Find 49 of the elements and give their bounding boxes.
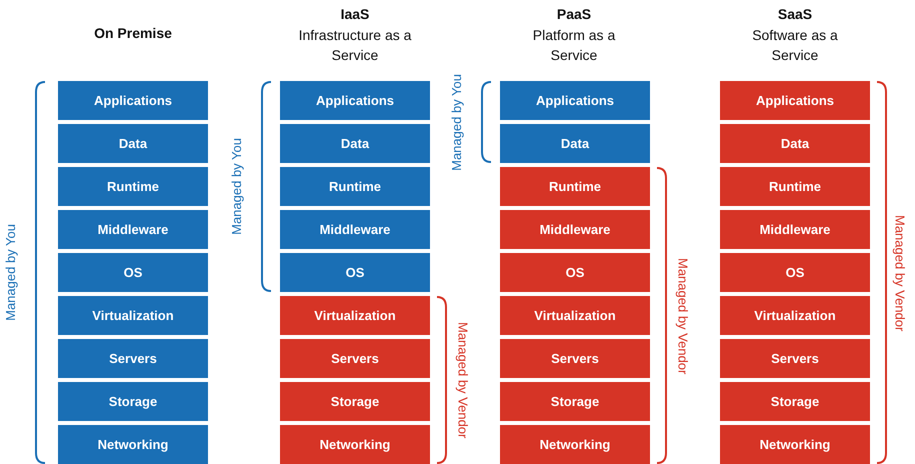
layer-box: Applications bbox=[720, 81, 870, 120]
layer-box: Servers bbox=[500, 339, 650, 378]
layer-box: Runtime bbox=[500, 167, 650, 206]
column-subheading: Platform as a Service bbox=[532, 26, 616, 65]
layer-box: Storage bbox=[720, 382, 870, 421]
layer-box: Virtualization bbox=[280, 296, 430, 335]
bracket-label: Managed by You bbox=[448, 74, 464, 170]
layer-box: OS bbox=[500, 253, 650, 292]
layer-box: Middleware bbox=[500, 210, 650, 249]
layer-box: Runtime bbox=[58, 167, 208, 206]
layer-box: Virtualization bbox=[720, 296, 870, 335]
layer-box: Middleware bbox=[720, 210, 870, 249]
column-subheading: Infrastructure as a Service bbox=[298, 26, 412, 65]
layer-box: Runtime bbox=[720, 167, 870, 206]
bracket-label: Managed by Vendor bbox=[456, 322, 470, 438]
layer-box: Middleware bbox=[58, 210, 208, 249]
layer-box: Applications bbox=[500, 81, 650, 120]
layer-box: OS bbox=[58, 253, 208, 292]
layer-box: Virtualization bbox=[58, 296, 208, 335]
layer-box: Servers bbox=[280, 339, 430, 378]
layer-box: Networking bbox=[58, 425, 208, 464]
layer-box: Storage bbox=[58, 382, 208, 421]
bracket-label: Managed by Vendor bbox=[676, 258, 690, 374]
bracket-label: Managed by Vendor bbox=[892, 214, 908, 331]
layer-box: Storage bbox=[500, 382, 650, 421]
bracket-label: Managed by You bbox=[228, 138, 244, 235]
layer-box: Networking bbox=[280, 425, 430, 464]
column-heading: SaaS bbox=[776, 5, 814, 24]
column-subheading: Software as a Service bbox=[751, 26, 839, 65]
layer-box: Applications bbox=[280, 81, 430, 120]
layer-box: Data bbox=[280, 124, 430, 163]
layer-box: Networking bbox=[500, 425, 650, 464]
layer-box: OS bbox=[720, 253, 870, 292]
layer-box: Servers bbox=[58, 339, 208, 378]
layer-box: Servers bbox=[720, 339, 870, 378]
layer-box: Data bbox=[500, 124, 650, 163]
layer-box: Applications bbox=[58, 81, 208, 120]
column-heading: PaaS bbox=[556, 5, 592, 24]
layer-box: Networking bbox=[720, 425, 870, 464]
layer-box: Virtualization bbox=[500, 296, 650, 335]
bracket-label: Managed by You bbox=[2, 224, 18, 321]
layer-box: Runtime bbox=[280, 167, 430, 206]
layer-box: Data bbox=[720, 124, 870, 163]
layer-box: Data bbox=[58, 124, 208, 163]
layer-box: OS bbox=[280, 253, 430, 292]
column-heading: IaaS bbox=[340, 5, 370, 24]
column-heading: On Premise bbox=[93, 24, 173, 43]
layer-box: Middleware bbox=[280, 210, 430, 249]
layer-box: Storage bbox=[280, 382, 430, 421]
